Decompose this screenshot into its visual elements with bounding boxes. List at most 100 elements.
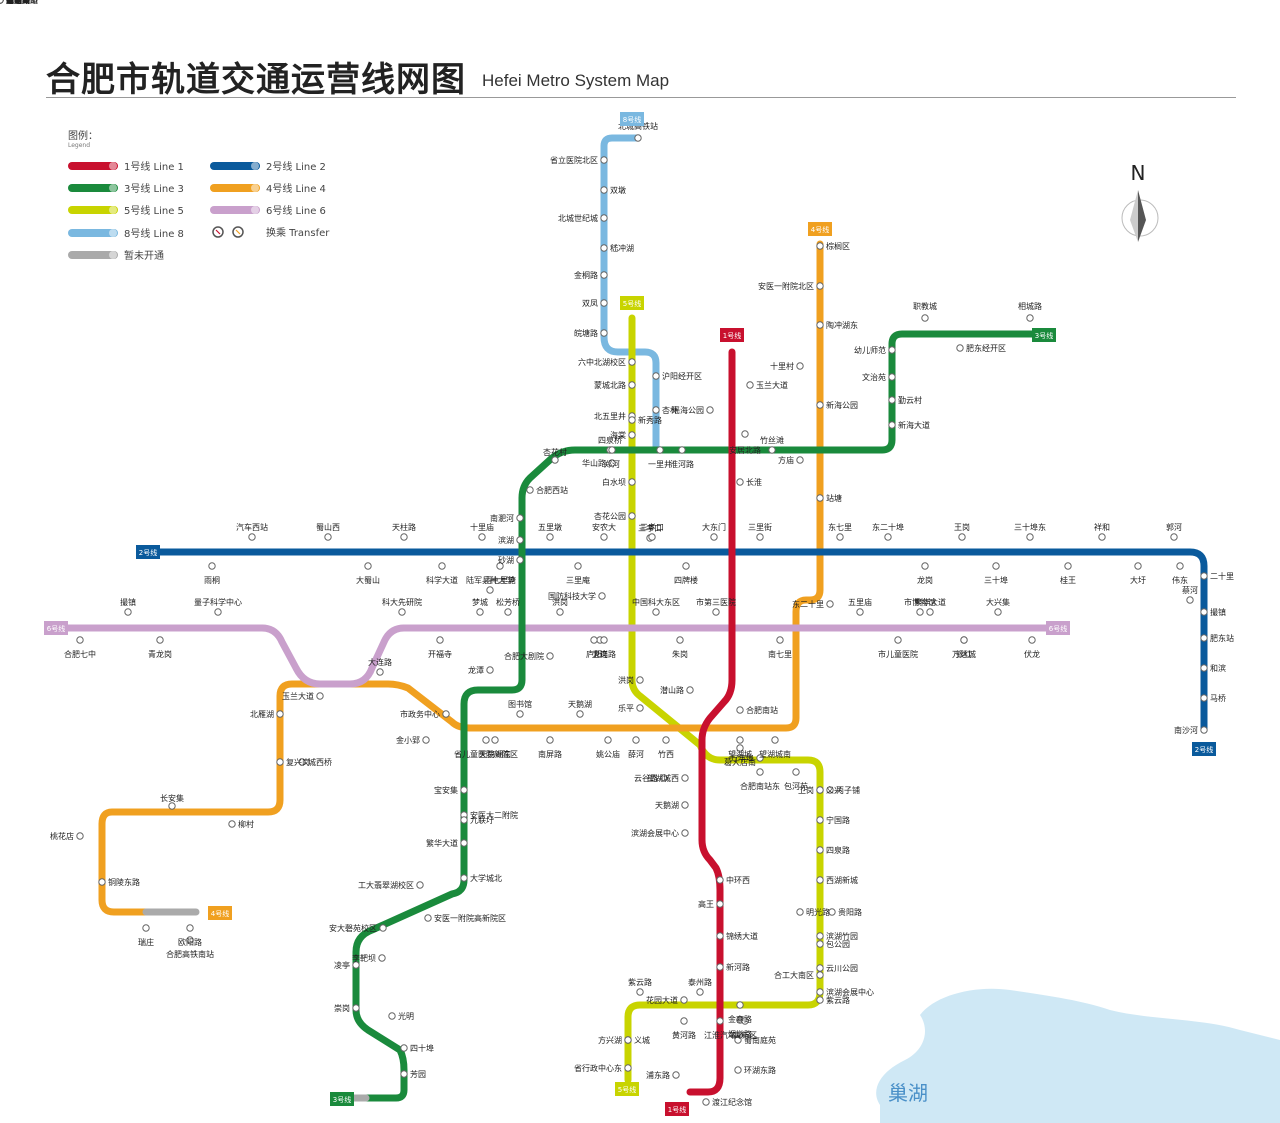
station-marker bbox=[398, 608, 406, 616]
legend-future-swatch bbox=[68, 250, 118, 259]
legend-line6-label: 6号线 Line 6 bbox=[266, 206, 326, 217]
station-label: 望湖城西 bbox=[647, 773, 679, 783]
station-marker bbox=[828, 908, 836, 916]
station-label: 天鹅湖东 bbox=[479, 749, 511, 759]
station-marker bbox=[1026, 533, 1034, 541]
station-label: 图书馆 bbox=[508, 699, 532, 709]
station-label: 丙子铺 bbox=[836, 785, 860, 795]
station-marker bbox=[124, 608, 132, 616]
station-label: 安医一附院北区 bbox=[758, 281, 814, 291]
station-marker bbox=[516, 556, 524, 564]
station-marker bbox=[888, 373, 896, 381]
station-marker bbox=[826, 600, 834, 608]
station-label: 马桥 bbox=[1210, 693, 1226, 703]
station-label: 长安集 bbox=[160, 793, 184, 803]
station-marker bbox=[460, 874, 468, 882]
station-label: 国防科技大学 bbox=[548, 591, 596, 601]
line-badge: 2号线 bbox=[1192, 742, 1216, 756]
station-label: 汽车西站 bbox=[236, 522, 268, 532]
line-badge: 5号线 bbox=[615, 1082, 639, 1096]
station-label: 安大磬苑校区 bbox=[329, 923, 377, 933]
station-label: 四十埠 bbox=[410, 1043, 434, 1053]
station-label: 杏花村 bbox=[543, 447, 567, 457]
station-marker bbox=[496, 562, 504, 570]
line-3-route bbox=[352, 330, 1039, 1102]
station-marker bbox=[992, 562, 1000, 570]
station-label: 海棠 bbox=[610, 430, 626, 440]
line-badge-bg bbox=[208, 906, 232, 920]
station-label: 滁州路 bbox=[6, 0, 30, 5]
station-label: 陆军兵种大学 bbox=[466, 575, 514, 585]
station-label: 方庙 bbox=[778, 455, 794, 465]
station-marker bbox=[756, 533, 764, 541]
station-label: 芳园 bbox=[410, 1069, 426, 1079]
station-label: 竹西 bbox=[658, 749, 674, 759]
station-label: 长淮 bbox=[746, 477, 762, 487]
station-label: 望湖城 bbox=[728, 749, 752, 759]
station-marker bbox=[816, 964, 824, 972]
station-marker bbox=[1200, 726, 1208, 734]
station-marker bbox=[276, 710, 284, 718]
station-label: 梦城 bbox=[472, 598, 488, 607]
station-label: 万年埠 bbox=[730, 753, 754, 763]
station-marker bbox=[376, 668, 384, 676]
line-badge-label: 4号线 bbox=[811, 225, 829, 234]
legend-line1-swatch bbox=[68, 161, 118, 170]
station-marker bbox=[388, 1012, 396, 1020]
station-label: 北五里井 bbox=[594, 411, 626, 421]
station-label: 量子科学中心 bbox=[194, 597, 242, 607]
station-marker bbox=[378, 954, 386, 962]
station-label: 大圩 bbox=[1130, 575, 1146, 585]
station-label: 雨桐 bbox=[204, 575, 220, 585]
station-label: 合肥高铁南站 bbox=[166, 949, 214, 959]
station-label: 凌亭 bbox=[334, 960, 350, 970]
station-label: 龙岗 bbox=[917, 575, 933, 585]
station-label: 锦绣大道 bbox=[726, 931, 758, 941]
station-label: 东二十里 bbox=[792, 599, 824, 609]
line-badge-label: 4号线 bbox=[211, 909, 229, 918]
station-marker bbox=[756, 754, 764, 762]
line-badge-label: 2号线 bbox=[139, 548, 157, 557]
station-marker bbox=[716, 1017, 724, 1025]
station-label: 泰州路 bbox=[688, 977, 712, 987]
station-marker bbox=[364, 562, 372, 570]
station-label: 东七里 bbox=[828, 522, 852, 532]
title-divider bbox=[46, 97, 1236, 98]
station-label: 滨湖会展中心 bbox=[826, 987, 874, 997]
station-marker bbox=[636, 704, 644, 712]
compass-label: N bbox=[1131, 161, 1146, 185]
station-marker bbox=[491, 736, 499, 744]
station-label: 环湖东路 bbox=[744, 1065, 776, 1075]
station-label: 桃花店 bbox=[50, 831, 74, 841]
station-marker bbox=[816, 940, 824, 948]
station-label: 文治苑 bbox=[862, 372, 886, 382]
station-marker bbox=[1200, 572, 1208, 580]
station-label: 合肥七中 bbox=[64, 649, 96, 659]
station-marker bbox=[504, 608, 512, 616]
station-marker bbox=[680, 1017, 688, 1025]
legend-future-label: 暂未开通 bbox=[124, 251, 164, 262]
station-label: 祥和 bbox=[1094, 522, 1110, 532]
station-label: 明光路 bbox=[806, 907, 830, 917]
station-label: 市博物馆 bbox=[904, 597, 936, 607]
station-marker bbox=[442, 710, 450, 718]
station-marker bbox=[400, 533, 408, 541]
station-label: 南屏路 bbox=[538, 749, 562, 759]
station-label: 李靶坝 bbox=[352, 953, 376, 963]
station-marker bbox=[526, 486, 534, 494]
station-label: 卫岗 bbox=[592, 650, 608, 659]
station-label: 高新区 bbox=[733, 1030, 757, 1040]
station-label: 站塘 bbox=[826, 493, 842, 503]
line-badge-label: 3号线 bbox=[333, 1095, 351, 1104]
station-label: 复兴岗 bbox=[286, 757, 310, 767]
station-label: 大连路 bbox=[368, 657, 392, 667]
station-label: 潜山路 bbox=[660, 685, 684, 695]
station-marker bbox=[816, 876, 824, 884]
station-label: 玉兰大道 bbox=[756, 380, 788, 390]
station-marker bbox=[1098, 533, 1106, 541]
line-badge-label: 1号线 bbox=[668, 1105, 686, 1114]
legend-line8-label: 8号线 Line 8 bbox=[124, 229, 184, 240]
station-label: 繁华大道 bbox=[426, 838, 458, 848]
station-label: 三孝口 bbox=[640, 523, 664, 532]
station-label: 华山路 bbox=[582, 458, 606, 468]
